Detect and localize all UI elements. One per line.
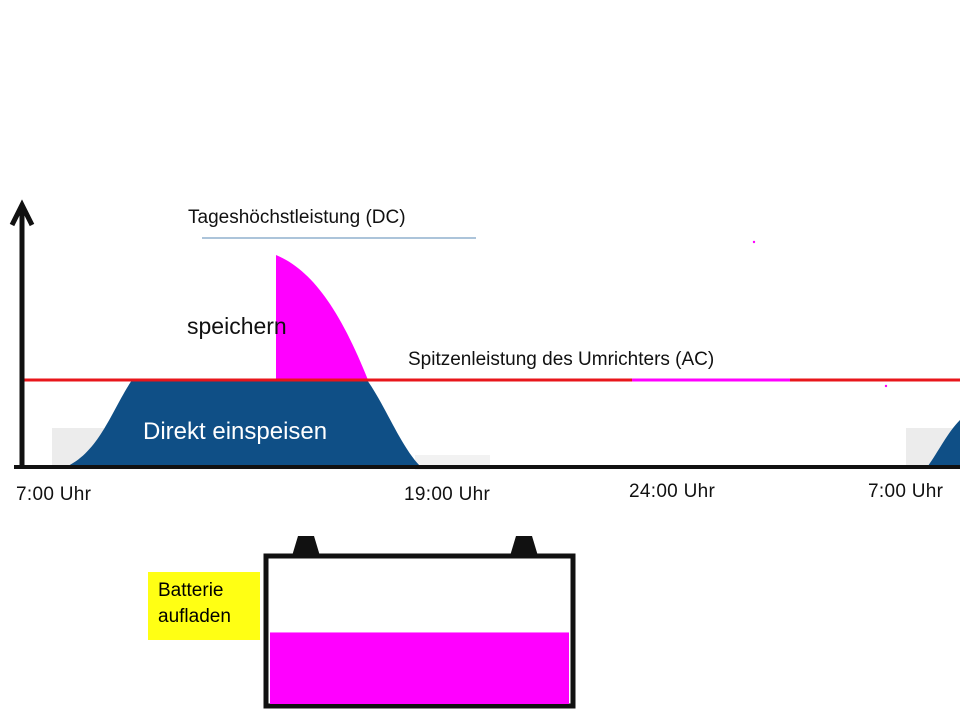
- inverter-ac-label: Spitzenleistung des Umrichters (AC): [408, 349, 715, 370]
- stray-dot: [752, 240, 756, 244]
- time-tick: 7:00 Uhr: [16, 484, 92, 505]
- feed-in-area: [68, 380, 420, 466]
- store-label: speichern: [187, 313, 287, 339]
- battery-charge-note: Batterie aufladen: [148, 572, 260, 640]
- stray-dot: [884, 384, 888, 388]
- time-tick: 7:00 Uhr: [868, 481, 944, 502]
- battery-note-line1: Batterie: [158, 580, 224, 601]
- battery-charge-fill: [270, 632, 569, 704]
- time-tick: 19:00 Uhr: [404, 484, 491, 505]
- storage-area: [276, 255, 368, 380]
- feed-in-label: Direkt einspeisen: [143, 418, 328, 445]
- battery-terminal-left: [292, 536, 320, 556]
- y-axis-arrow: [9, 199, 35, 227]
- battery-terminal-right: [510, 536, 538, 556]
- time-tick: 24:00 Uhr: [629, 481, 716, 502]
- peak-dc-label: Tageshöchstleistung (DC): [188, 207, 406, 228]
- battery-note-line2: aufladen: [158, 606, 231, 627]
- feed-in-area-next-day: [928, 420, 960, 466]
